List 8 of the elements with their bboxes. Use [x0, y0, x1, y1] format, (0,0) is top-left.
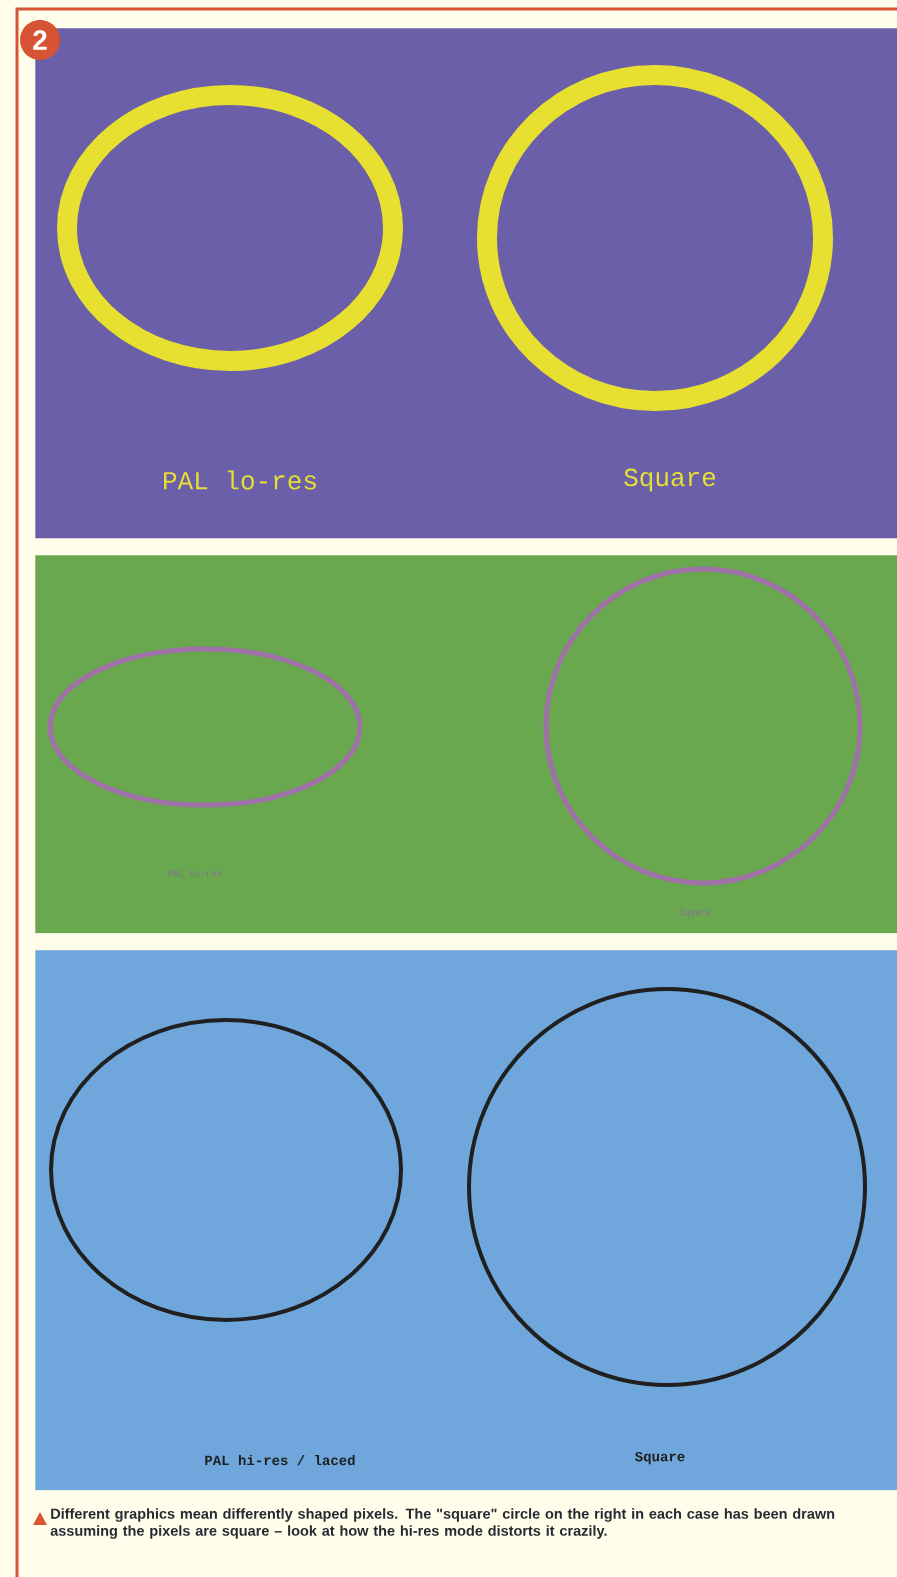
screen-label: PAL hi-res [168, 869, 222, 877]
screen-label: Square [635, 1451, 685, 1465]
screen-label: Square [679, 909, 711, 917]
screen-label: Square [624, 468, 716, 492]
caption: Different graphics mean differently shaped pixels. The "square" circle on the right in each case has been drawn assuming the pixels are square – look at how the hi-res mode distorts it crazily. [50, 1508, 835, 1539]
number-badge: 2 [20, 20, 60, 60]
screen-label: PAL hi-res / laced [205, 1454, 355, 1466]
screen-label: PAL lo-res [164, 470, 316, 490]
